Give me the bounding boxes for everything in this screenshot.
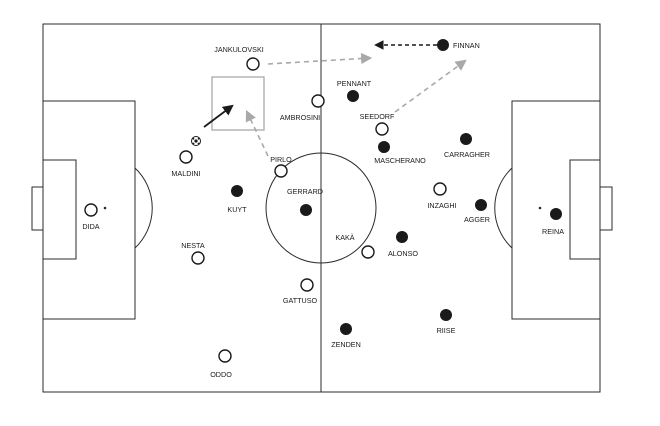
player-inzaghi: INZAGHI (427, 182, 457, 210)
player-marker (246, 57, 260, 71)
movement-arrows (203, 40, 467, 157)
player-marker (179, 150, 193, 164)
player-ambrosini: AMBROSINI (280, 94, 325, 122)
player-marker (375, 122, 389, 136)
player-agger: AGGER (464, 199, 490, 224)
player-label: MASCHERANO (374, 156, 426, 165)
player-label: ZENDEN (331, 340, 361, 349)
left-goal (31, 186, 44, 231)
player-marker (84, 203, 98, 217)
player-marker (433, 182, 447, 196)
pass-arrow-seedorf (394, 59, 467, 113)
player-label: GERRARD (287, 187, 323, 196)
player-label: AGGER (464, 215, 490, 224)
player-oddo: ODDO (210, 349, 232, 379)
player-marker (300, 278, 314, 292)
player-label: KAKÀ (335, 233, 354, 242)
player-marker (218, 349, 232, 363)
player-kaka: KAKÀ (335, 233, 375, 259)
player-pennant: PENNANT (337, 79, 372, 102)
player-label: JANKULOVSKI (214, 45, 264, 54)
highlight-zone-box (211, 76, 265, 131)
player-label: FINNAN (453, 41, 480, 50)
right-penalty-spot (538, 206, 542, 210)
player-label: PENNANT (337, 79, 372, 88)
player-label: SEEDORF (360, 112, 395, 121)
player-jankulovski: JANKULOVSKI (214, 45, 264, 71)
player-zenden: ZENDEN (331, 323, 361, 349)
right-goal (599, 186, 613, 231)
player-label: AMBROSINI (280, 113, 320, 122)
player-maldini: MALDINI (171, 150, 201, 178)
left-goal-area (42, 159, 77, 260)
right-goal-area (569, 159, 601, 260)
player-label: INZAGHI (427, 201, 456, 210)
player-seedorf: SEEDORF (360, 112, 395, 136)
player-gattuso: GATTUSO (283, 278, 318, 305)
player-marker (437, 39, 449, 51)
run-arrow-maldini (203, 104, 234, 128)
player-marker (231, 185, 243, 197)
player-label: NESTA (181, 241, 205, 250)
pass-arrow-jankulovski (267, 52, 373, 65)
left-penalty-spot (103, 206, 107, 210)
player-label: ALONSO (388, 249, 418, 258)
player-marker (191, 251, 205, 265)
player-marker (361, 245, 375, 259)
player-label: CARRAGHER (444, 150, 490, 159)
player-nesta: NESTA (181, 241, 205, 265)
player-label: RIISE (437, 326, 456, 335)
player-riise: RIISE (437, 309, 456, 335)
player-marker (475, 199, 487, 211)
player-label: DIDA (82, 222, 99, 231)
player-alonso: ALONSO (388, 231, 418, 258)
football-icon (191, 136, 201, 146)
left-penalty-arc (134, 167, 153, 249)
player-finnan: FINNAN (437, 39, 480, 51)
player-marker (311, 94, 325, 108)
player-label: GATTUSO (283, 296, 318, 305)
player-marker (550, 208, 562, 220)
player-marker (378, 141, 390, 153)
pass-arrow-pirlo (245, 109, 269, 157)
player-reina: REINA (542, 208, 564, 236)
player-carragher: CARRAGHER (444, 133, 490, 159)
player-marker (347, 90, 359, 102)
player-label: MALDINI (171, 169, 200, 178)
center-circle (265, 152, 377, 264)
player-mascherano: MASCHERANO (374, 141, 426, 165)
player-label: ODDO (210, 370, 232, 379)
player-kuyt: KUYT (227, 185, 247, 214)
player-marker (460, 133, 472, 145)
player-marker (440, 309, 452, 321)
player-gerrard: GERRARD (287, 187, 323, 216)
player-label: KUYT (227, 205, 247, 214)
player-label: REINA (542, 227, 564, 236)
player-marker (396, 231, 408, 243)
pitch-markings (31, 23, 613, 393)
player-marker (340, 323, 352, 335)
right-penalty-arc (494, 167, 513, 249)
player-label: PIRLO (270, 155, 292, 164)
player-pirlo: PIRLO (270, 155, 292, 178)
player-marker (274, 164, 288, 178)
player-marker (300, 204, 312, 216)
player-dida: DIDA (82, 203, 100, 231)
